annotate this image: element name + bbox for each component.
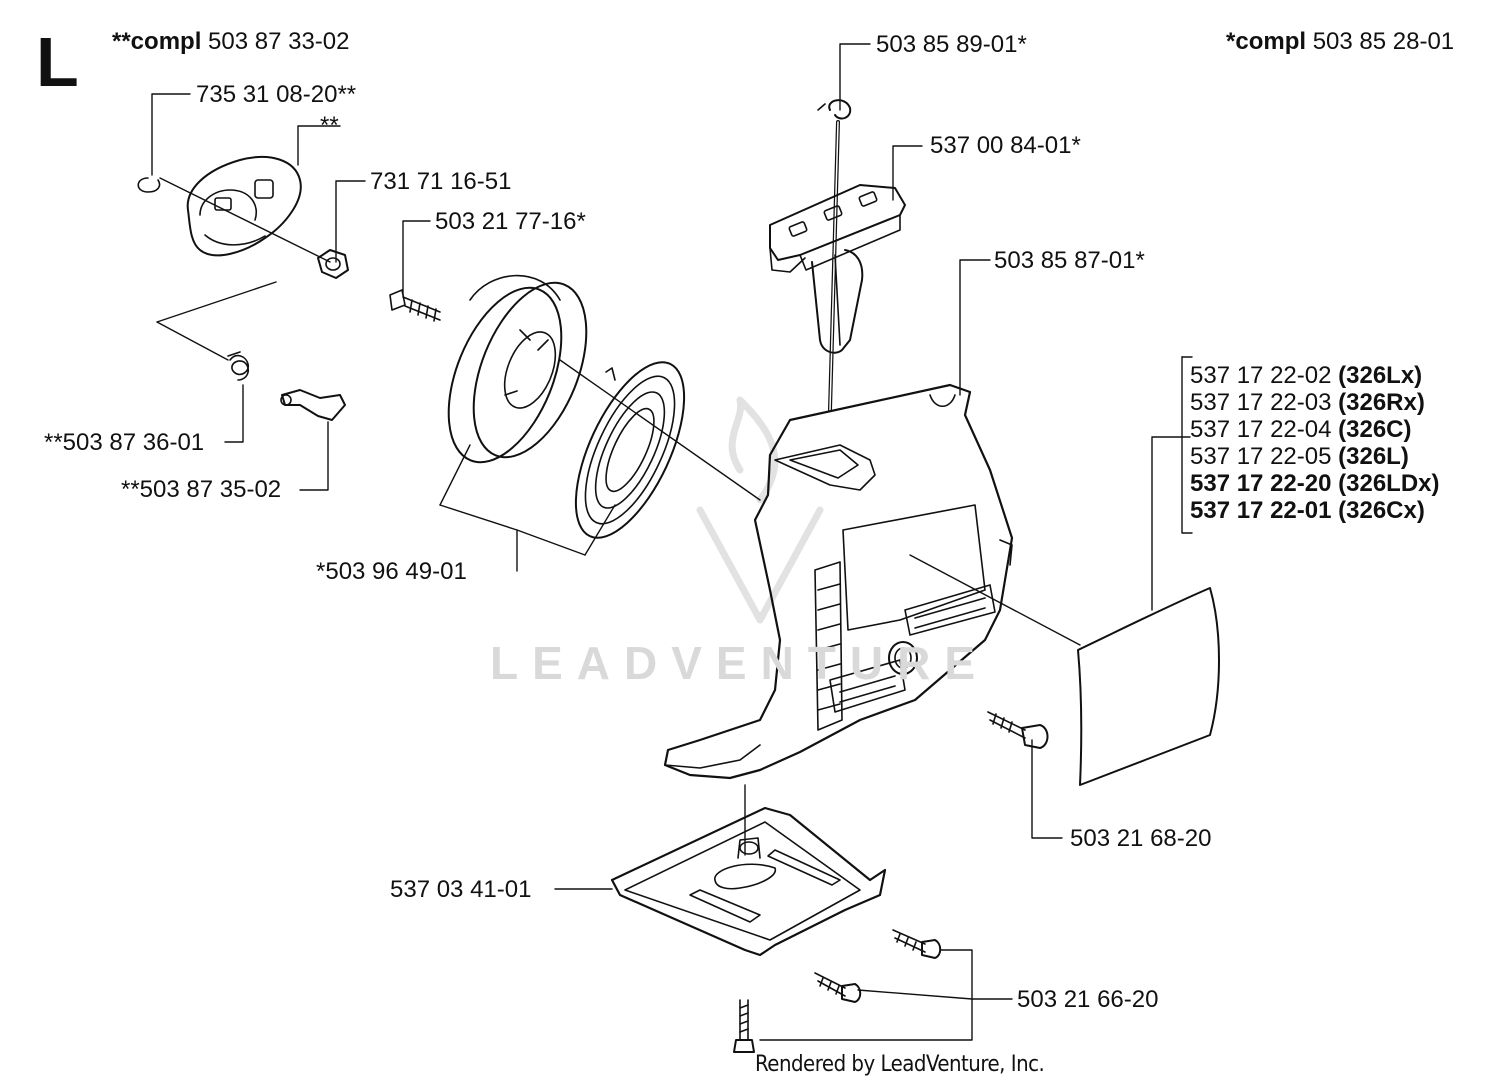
complete-set-double-number: 503 87 33-02 [208, 28, 350, 55]
leader-lines [151, 43, 1193, 1041]
decal-list: 537 17 22-02 (326Lx) 537 17 22-03 (326Rx… [1190, 362, 1440, 524]
decal-item: 537 17 22-05 (326L) [1190, 443, 1440, 470]
spring-part [227, 351, 250, 381]
decal-model: (326C) [1338, 416, 1412, 443]
footer-credit: Rendered by LeadVenture, Inc. [755, 1052, 1045, 1077]
callout-bracket-screws: 503 21 66-20 [1017, 986, 1159, 1013]
complete-set-single-prefix: *compl [1226, 28, 1307, 55]
callout-retainer-ring: 735 31 08-20** [196, 81, 357, 108]
callout-pulley-assembly: *503 96 49-01 [316, 558, 467, 585]
decal-item: 537 17 22-03 (326Rx) [1190, 389, 1440, 416]
callout-bracket: 537 03 41-01 [390, 876, 532, 903]
section-letter: L [36, 23, 79, 101]
decal-item: 537 17 22-20 (326LDx) [1190, 470, 1440, 497]
decal-number: 537 17 22-02 [1190, 362, 1332, 389]
pawl-part [280, 389, 346, 421]
callout-housing: 503 85 87-01* [994, 247, 1145, 274]
pulley-part [447, 274, 588, 464]
nut-part [317, 249, 349, 279]
callout-housing-screw: 503 21 68-20 [1070, 825, 1212, 852]
decal-number: 537 17 22-20 [1190, 470, 1332, 497]
decal-number: 537 17 22-03 [1190, 389, 1332, 416]
decal-number: 537 17 22-01 [1190, 497, 1332, 524]
callout-nut: 731 71 16-51 [370, 168, 512, 195]
decal-item: 537 17 22-04 (326C) [1190, 416, 1440, 443]
watermark-text: LEADVENTURE [490, 637, 990, 689]
decal-model: (326LDx) [1338, 470, 1440, 497]
starter-housing-part [663, 383, 1014, 780]
decal-model: (326Rx) [1338, 389, 1425, 416]
bracket-part [610, 806, 887, 957]
decal-number: 537 17 22-05 [1190, 443, 1332, 470]
callout-starter-rope: 503 85 89-01* [876, 31, 1027, 58]
complete-set-single: *compl 503 85 28-01 [1226, 28, 1454, 56]
callout-pawl: **503 87 35-02 [121, 476, 282, 503]
decal-model: (326Lx) [1338, 362, 1423, 389]
decal-model: (326L) [1338, 443, 1409, 470]
starter-rope-part [817, 99, 852, 412]
pulley-screw-part [389, 289, 441, 322]
retainer-ring-part [137, 177, 161, 193]
complete-set-single-number: 503 85 28-01 [1312, 28, 1455, 55]
decal-item: 537 17 22-01 (326Cx) [1190, 497, 1440, 524]
callout-pulley-screw: 503 21 77-16* [435, 208, 586, 235]
decal-model: (326Cx) [1338, 497, 1425, 524]
watermark-logo [696, 396, 824, 624]
bracket-screws-part [733, 929, 942, 1053]
starter-handle-part [769, 184, 906, 354]
decal-part [1077, 587, 1220, 786]
callout-starter-handle: 537 00 84-01* [930, 132, 1081, 159]
decal-number: 537 17 22-04 [1190, 416, 1332, 443]
callout-cover-marker: ** [320, 112, 339, 139]
complete-set-double: **compl 503 87 33-02 [112, 28, 350, 56]
housing-screw-part [987, 711, 1049, 749]
decal-item: 537 17 22-02 (326Lx) [1190, 362, 1440, 389]
recoil-spring-part [574, 361, 686, 539]
callout-spring: **503 87 36-01 [44, 429, 205, 456]
starter-cover-part [186, 155, 302, 257]
complete-set-double-prefix: **compl [112, 28, 202, 55]
